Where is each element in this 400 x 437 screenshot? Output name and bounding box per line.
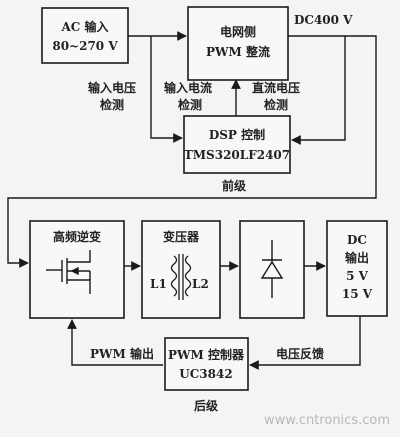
dc-output-subtitle: 输出 — [345, 250, 369, 265]
dc400-label: DC400 V — [294, 13, 353, 27]
dc-voltage-sense-arrow — [288, 35, 346, 145]
front-stage-label: 前级 — [222, 178, 246, 193]
dsp-title: DSP 控制 — [209, 127, 265, 142]
watermark: www.cntronics.com — [264, 413, 390, 428]
transformer-core-icon — [170, 254, 192, 300]
dc-output-5v: 5 V — [346, 269, 369, 283]
input-voltage-label-2: 检测 — [100, 97, 124, 112]
rear-stage-wires — [67, 261, 361, 370]
dc-voltage-label-2: 检测 — [264, 97, 288, 112]
pwm-controller-chip: UC3842 — [179, 367, 232, 381]
block-transformer: 变压器 L1 L2 — [141, 220, 221, 319]
pwm-output-label: PWM 输出 — [90, 346, 154, 361]
block-rectifier — [239, 220, 305, 319]
rectifier-title: 电网侧 — [220, 24, 256, 39]
block-dsp-control: DSP 控制 TMS320LF2407 — [183, 115, 291, 174]
mosfet-symbol-icon — [46, 250, 91, 294]
diode-symbol-icon — [260, 240, 284, 298]
input-voltage-label: 输入电压 — [88, 80, 136, 95]
dc-bus-to-inverter-arrow — [7, 35, 377, 268]
inverter-title: 高频逆变 — [53, 229, 101, 244]
block-hf-inverter: 高频逆变 — [29, 220, 125, 319]
voltage-feedback-arrow — [249, 316, 361, 370]
dsp-chip: TMS320LF2407 — [184, 148, 290, 162]
dc-output-title: DC — [347, 233, 367, 247]
rear-stage-label: 后级 — [194, 398, 218, 413]
transformer-title: 变压器 — [163, 229, 200, 244]
dc-voltage-label: 直流电压 — [252, 80, 300, 95]
voltage-feedback-label: 电压反馈 — [276, 346, 324, 361]
block-ac-input: AC 输入 80~270 V — [41, 7, 129, 64]
pwm-controller-title: PWM 控制器 — [168, 347, 245, 362]
block-pwm-controller: PWM 控制器 UC3842 — [164, 337, 249, 391]
coil-l2-label: L2 — [192, 277, 209, 291]
input-current-label-2: 检测 — [178, 97, 202, 112]
dc-output-15v: 15 V — [342, 287, 373, 301]
ac-input-range: 80~270 V — [52, 39, 118, 53]
input-current-label: 输入电流 — [164, 80, 212, 95]
coil-l1-label: L1 — [150, 277, 167, 291]
pwm-output-arrow — [67, 319, 163, 366]
block-pwm-rectifier: 电网侧 PWM 整流 — [187, 6, 289, 81]
block-dc-output: DC 输出 5 V 15 V — [326, 220, 388, 317]
ac-input-title: AC 输入 — [60, 19, 108, 34]
input-voltage-sense-arrow — [150, 36, 183, 143]
front-stage-wires — [7, 31, 377, 268]
rectifier-subtitle: PWM 整流 — [206, 44, 270, 59]
